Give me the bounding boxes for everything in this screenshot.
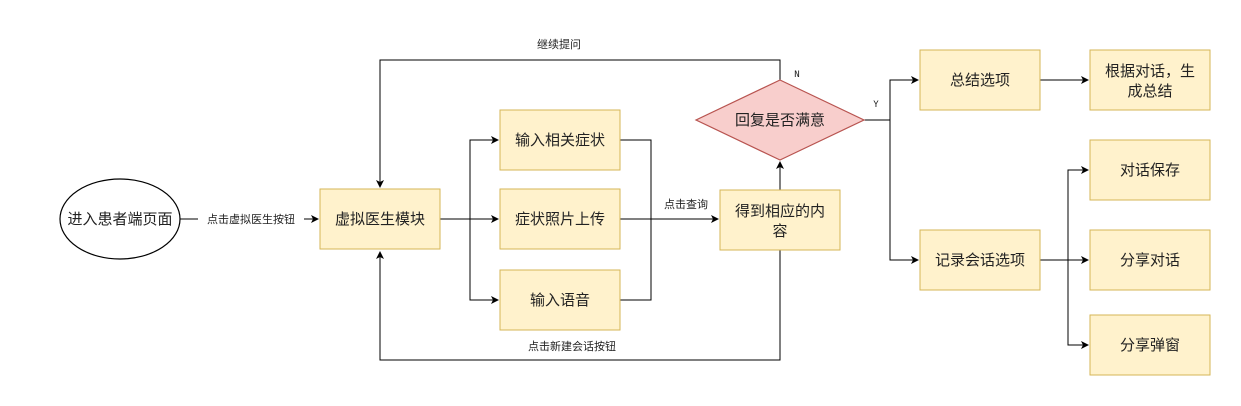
edge-to-input-voice [469, 219, 499, 304]
input-symptoms-label: 输入相关症状 [515, 131, 605, 149]
decision-node: 回复是否满意 [694, 79, 866, 161]
input-voice-node: 输入语音 [499, 269, 621, 331]
summary-result-label-line2: 成总结 [1127, 82, 1172, 100]
record-option-label: 记录会话选项 [935, 251, 1025, 269]
edge-label-click-query: 点击查询 [664, 197, 708, 211]
edge-to-summary-option [889, 76, 919, 120]
save-dialog-label: 对话保存 [1120, 161, 1180, 179]
edge-label-bg [510, 338, 634, 354]
edge-to-save-dialog [1067, 166, 1089, 260]
edge-to-share-popup [1067, 260, 1089, 349]
edge-to-input-symptoms [469, 136, 499, 219]
edge-label-click-new-session: 点击新建会话按钮 [528, 339, 616, 353]
decision-label: 回复是否满意 [735, 111, 825, 129]
summary-result-label-line1: 根据对话，生 [1105, 62, 1195, 80]
result-node: 得到相应的内 容 [719, 189, 841, 251]
start-node: 进入患者端页面 [59, 178, 181, 260]
result-label-line2: 容 [772, 222, 787, 240]
edge-label-click-virtual-doctor: 点击虚拟医生按钮 [207, 212, 295, 226]
summary-option-node: 总结选项 [919, 49, 1041, 111]
summary-option-label: 总结选项 [950, 71, 1010, 89]
share-dialog-label: 分享对话 [1120, 251, 1180, 269]
edge-new-session-loop [376, 250, 781, 361]
edge-decision-no-loop [376, 59, 781, 188]
result-label-line1: 得到相应的内 [735, 202, 825, 220]
summary-result-node: 根据对话，生 成总结 [1089, 49, 1211, 111]
start-node-label: 进入患者端页面 [67, 210, 172, 228]
edge-input-symptoms-to-merge [620, 139, 652, 301]
edge-to-record-option [889, 120, 919, 264]
virtual-doctor-label: 虚拟医生模块 [335, 210, 425, 228]
edge-label-bg [536, 36, 582, 52]
edge-label-no: N [794, 70, 799, 80]
upload-photo-label: 症状照片上传 [515, 210, 605, 228]
share-popup-label: 分享弹窗 [1120, 336, 1180, 354]
edge-label-continue-ask: 继续提问 [537, 37, 581, 51]
virtual-doctor-node: 虚拟医生模块 [319, 188, 441, 250]
input-voice-label: 输入语音 [530, 291, 590, 309]
edge-label-bg [198, 211, 304, 227]
upload-photo-node: 症状照片上传 [499, 188, 621, 250]
share-popup-node: 分享弹窗 [1089, 314, 1211, 376]
edge-label-yes: Y [873, 100, 879, 110]
input-symptoms-node: 输入相关症状 [499, 109, 621, 171]
save-dialog-node: 对话保存 [1089, 139, 1211, 201]
share-dialog-node: 分享对话 [1089, 229, 1211, 291]
record-option-node: 记录会话选项 [919, 229, 1041, 291]
